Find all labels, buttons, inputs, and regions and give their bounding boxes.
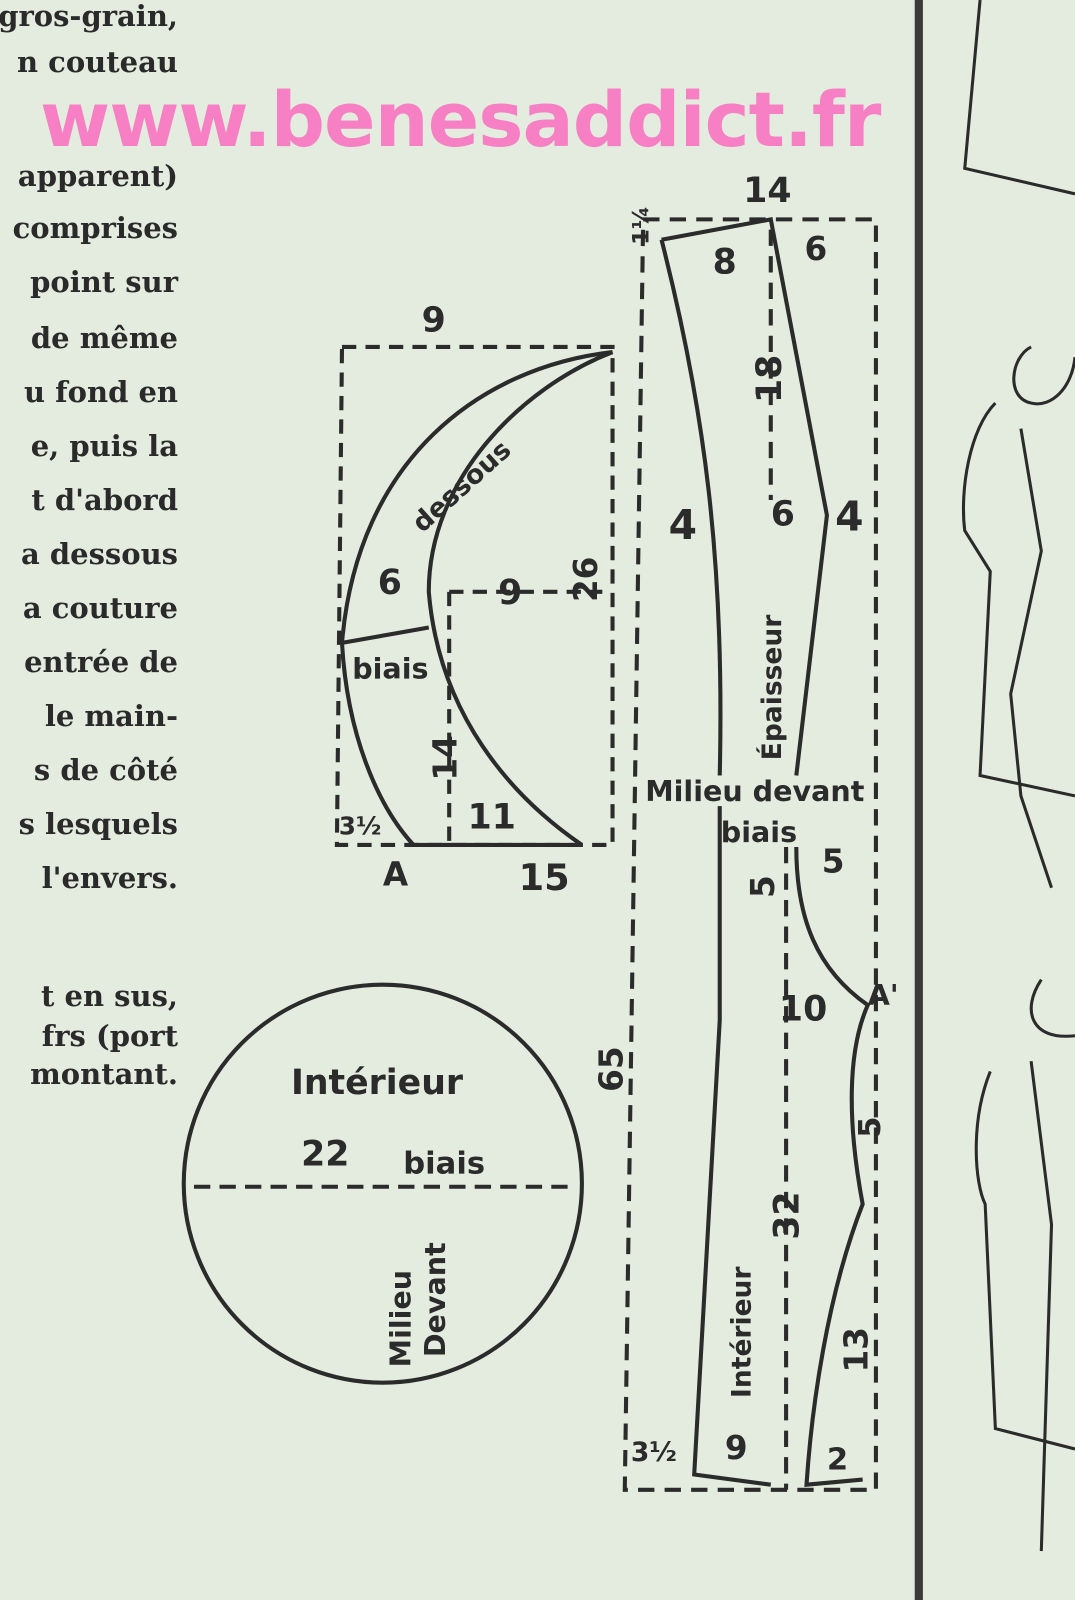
band-inside-label: Intérieur: [726, 1266, 757, 1397]
band-eighteen-measure: 18: [750, 355, 790, 403]
text-line: entrée de: [24, 645, 178, 679]
collar-fifteen-measure: 15: [519, 856, 570, 899]
band-six-mid: 6: [771, 495, 795, 535]
collar-pattern: [334, 344, 615, 847]
collar-height-measure: 26: [567, 557, 605, 602]
band-bias-label: biais: [721, 815, 797, 849]
band-ten-measure: 10: [779, 989, 827, 1029]
text-line: le main-: [44, 699, 178, 733]
circle-bias-label: biais: [403, 1146, 485, 1181]
text-line: frs (port: [41, 1019, 178, 1053]
band-nine-measure: 9: [725, 1429, 748, 1467]
band-thirteen-measure: 13: [838, 1327, 876, 1372]
circle-diameter: 22: [301, 1134, 349, 1174]
band-five-a: 5: [822, 842, 845, 880]
band-corner-measure: 3½: [631, 1437, 677, 1468]
band-thickness-label: Épaisseur: [756, 615, 788, 761]
band-six-top: 6: [804, 230, 827, 268]
text-line: l'envers.: [41, 861, 178, 895]
text-line: t en sus,: [41, 979, 178, 1013]
text-line: point sur: [30, 265, 178, 299]
text-line: montant.: [30, 1057, 178, 1091]
text-line: de même: [30, 321, 178, 355]
circle-title: Intérieur: [291, 1063, 463, 1103]
collar-top-measure: 9: [422, 301, 446, 341]
collar-under-label: dessous: [406, 434, 517, 538]
circle-pattern: [181, 982, 584, 1385]
text-line: u fond en: [24, 375, 178, 409]
circle-center-front-2: Devant: [418, 1242, 452, 1357]
band-length-measure: 65: [593, 1046, 631, 1091]
band-top-measure: 14: [743, 171, 791, 211]
text-line: a couture: [22, 591, 178, 625]
band-five-c: 5: [853, 1116, 888, 1137]
collar-width-measure: 6: [378, 563, 402, 603]
text-line: t d'abord: [31, 483, 178, 517]
collar-eleven-measure: 11: [468, 798, 516, 838]
circle-center-front: Milieu: [383, 1270, 417, 1367]
text-line: gros-grain,: [0, 0, 178, 33]
collar-bias-label: biais: [352, 652, 428, 686]
band-thirtytwo-measure: 32: [767, 1192, 807, 1240]
band-four-left: 4: [669, 501, 697, 549]
watermark: www.benesaddict.fr: [40, 75, 881, 164]
collar-nine-measure: 9: [498, 573, 522, 613]
band-pattern: [622, 217, 878, 1492]
text-line: e, puis la: [30, 429, 178, 463]
collar-point-a: A: [383, 856, 409, 894]
collar-fourteen-measure: 14: [426, 735, 464, 780]
collar-outline: [339, 350, 614, 847]
text-line: s lesquels: [18, 807, 178, 841]
band-outline: [659, 217, 871, 1487]
collar-corner-measure: 3½: [339, 812, 381, 841]
band-four-right: 4: [835, 493, 863, 541]
band-point-a: A': [868, 978, 899, 1012]
band-eight-measure: 8: [713, 242, 737, 282]
band-center-front: Milieu devant: [645, 774, 864, 808]
text-line: apparent): [17, 159, 178, 193]
band-five-b: 5: [744, 875, 782, 898]
fashion-illustration: [961, 0, 1075, 1552]
text-line: n couteau: [17, 45, 178, 79]
band-two-measure: 2: [827, 1442, 848, 1477]
text-line: comprises: [12, 211, 178, 245]
text-line: s de côté: [33, 753, 178, 787]
band-quarter-measure: 1¼: [628, 206, 654, 245]
text-line: a dessous: [20, 537, 178, 571]
